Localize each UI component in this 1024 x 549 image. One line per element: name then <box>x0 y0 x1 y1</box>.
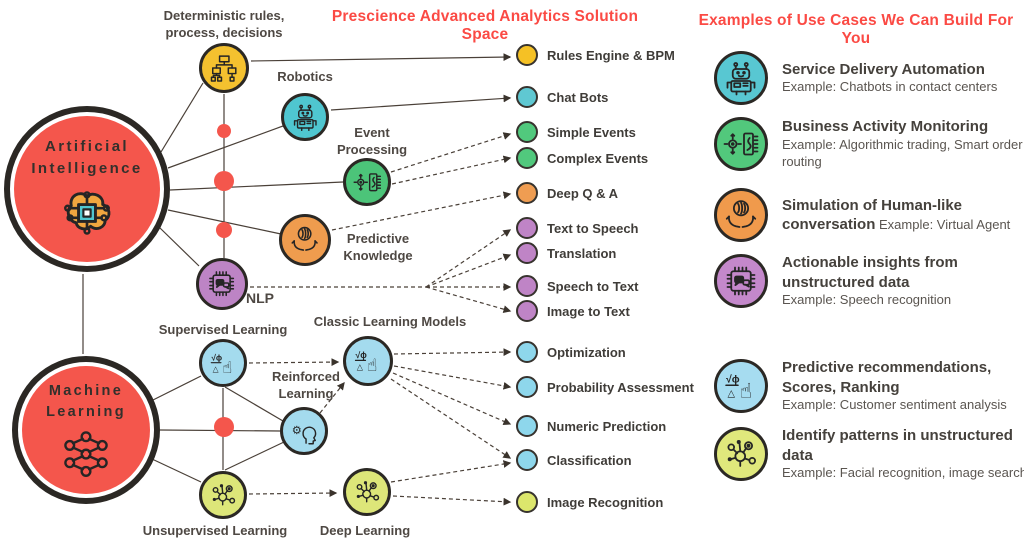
use-cases-title: Examples of Use Cases We Can Build For Y… <box>698 12 1014 47</box>
solution-translation: Translation <box>516 242 616 264</box>
brain-hands-icon <box>723 197 759 233</box>
use-case-title: Service Delivery Automation <box>782 60 985 78</box>
solution-simple-events: Simple Events <box>516 121 636 143</box>
molecule-icon <box>209 481 238 510</box>
solution-dot <box>516 491 538 513</box>
brain-hands-icon <box>289 224 320 255</box>
molecule-icon <box>353 478 382 507</box>
chip-chat-icon <box>206 268 237 299</box>
label-nlp: NLP <box>246 290 274 306</box>
event-icon <box>353 168 382 197</box>
use-case-actionable-insights: Actionable insights from unstructured da… <box>714 253 1024 309</box>
solution-classification: Classification <box>516 449 632 471</box>
neural-network-icon <box>58 427 114 479</box>
solution-image-to-text: Image to Text <box>516 300 630 322</box>
use-case-example: Example: Algorithmic trading, Smart orde… <box>782 136 1023 169</box>
formula-hand-icon <box>209 349 238 378</box>
use-case-title: Simulation of Human-like conversation <box>782 196 963 234</box>
use-case-icon-circle <box>714 253 768 308</box>
solution-space-title: Prescience Advanced Analytics Solution S… <box>331 8 639 43</box>
use-case-icon-circle <box>714 358 768 413</box>
artificial-intelligence-label: Artificial Intelligence <box>31 138 143 177</box>
use-case-icon-circle <box>714 188 768 242</box>
solution-dot <box>516 415 538 437</box>
node-unsupervised-learning <box>199 471 247 519</box>
label-event-processing: Event Processing <box>336 125 408 157</box>
solution-dot <box>516 300 538 322</box>
node-robotics <box>281 93 329 141</box>
label-classic-learning-models: Classic Learning Models <box>313 314 467 329</box>
machine-learning-node: Machine Learning <box>12 356 160 504</box>
molecule-icon <box>723 436 759 472</box>
label-unsupervised-learning: Unsupervised Learning <box>142 523 288 538</box>
solution-dot <box>516 147 538 169</box>
junction-dots <box>214 124 234 437</box>
label-reinforced-learning: Reinforced Learning <box>272 369 340 401</box>
node-classic-learning-models <box>343 336 393 386</box>
solution-dot <box>516 376 538 398</box>
solution-speech-to-text: Speech to Text <box>516 275 639 297</box>
use-case-example: Example: Chatbots in contact centers <box>782 79 998 95</box>
use-case-title: Business Activity Monitoring <box>782 118 989 136</box>
solution-dot <box>516 242 538 264</box>
use-case-title: Actionable insights from unstructured da… <box>782 254 958 291</box>
use-case-predictive-recommendations: Predictive recommendations, Scores, Rank… <box>714 358 1024 414</box>
label-robotics: Robotics <box>277 69 333 84</box>
formula-hand-icon <box>353 346 383 376</box>
solution-dot <box>516 341 538 363</box>
label-deterministic-rules: Deterministic rules, process, decisions <box>163 8 285 40</box>
use-case-icon-circle <box>714 426 768 481</box>
gear-head-icon <box>290 417 319 446</box>
node-predictive-knowledge <box>279 214 331 266</box>
solution-dot <box>516 44 538 66</box>
use-case-example: Example: Virtual Agent <box>879 217 1011 232</box>
formula-hand-icon <box>723 368 759 404</box>
node-deterministic-rules <box>199 43 249 93</box>
solution-optimization: Optimization <box>516 341 626 363</box>
artificial-intelligence-node: Artificial Intelligence <box>4 106 170 272</box>
robot-icon <box>291 103 320 132</box>
solution-deep-qa: Deep Q & A <box>516 182 618 204</box>
use-case-example: Example: Speech recognition <box>782 292 952 307</box>
node-reinforced-learning <box>280 407 328 455</box>
label-supervised-learning: Supervised Learning <box>158 322 288 337</box>
use-case-example: Example: Facial recognition, image searc… <box>782 465 1024 480</box>
label-deep-learning: Deep Learning <box>319 523 411 538</box>
solution-chat-bots: Chat Bots <box>516 86 608 108</box>
solution-dot <box>516 275 538 297</box>
use-case-example: Example: Customer sentiment analysis <box>782 397 1007 412</box>
event-icon <box>723 126 759 162</box>
node-event-processing <box>343 158 391 206</box>
solution-dot <box>516 449 538 471</box>
solution-dot <box>516 217 538 239</box>
solution-dot <box>516 182 538 204</box>
machine-learning-label: Machine Learning <box>46 382 126 420</box>
use-case-icon-circle <box>714 117 768 171</box>
node-nlp <box>196 258 248 310</box>
solution-image-recognition: Image Recognition <box>516 491 663 513</box>
brain-chip-icon <box>56 184 118 242</box>
hierarchy-icon <box>209 53 239 83</box>
solution-text-to-speech: Text to Speech <box>516 217 639 239</box>
node-deep-learning <box>343 468 391 516</box>
solution-rules-engine: Rules Engine & BPM <box>516 44 675 66</box>
solution-dot <box>516 86 538 108</box>
use-case-simulation-conversation: Simulation of Human-like conversation Ex… <box>714 188 1024 242</box>
node-supervised-learning <box>199 339 247 387</box>
solution-probability-assessment: Probability Assessment <box>516 376 694 398</box>
use-case-title: Identify patterns in unstructured data <box>782 427 1013 464</box>
robot-icon <box>723 60 759 96</box>
solution-dot <box>516 121 538 143</box>
label-predictive-knowledge: Predictive Knowledge <box>343 231 413 263</box>
chip-chat-icon <box>723 263 759 299</box>
solution-complex-events: Complex Events <box>516 147 648 169</box>
use-case-icon-circle <box>714 51 768 105</box>
use-case-title: Predictive recommendations, Scores, Rank… <box>782 359 992 396</box>
solution-numeric-prediction: Numeric Prediction <box>516 415 666 437</box>
